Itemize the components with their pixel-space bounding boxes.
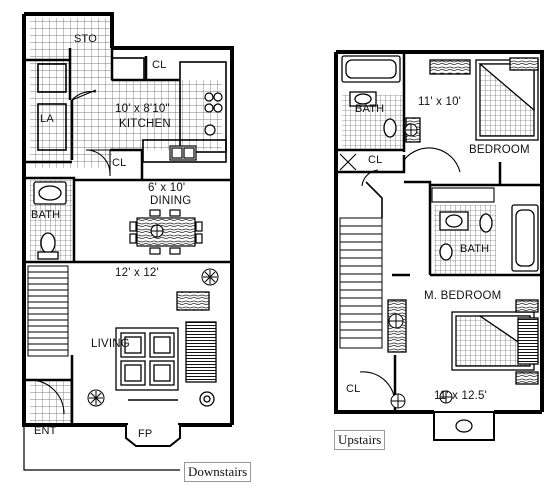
living-dimensions: 12' x 12' <box>115 267 159 279</box>
bedroom-label: BEDROOM <box>469 144 530 156</box>
dining-label: DINING <box>150 195 192 207</box>
downstairs-plan <box>22 12 234 471</box>
upstairs-caption: Upstairs <box>334 430 386 450</box>
fireplace-label: FP <box>138 428 153 440</box>
kitchen-dimensions: 10' x 8'10" <box>115 103 170 115</box>
laundry-label: LA <box>40 113 54 125</box>
master-bedroom-dimensions: 11' x 12.5' <box>434 390 488 402</box>
upstairs-bath-label: BATH <box>355 103 385 115</box>
bath-label: BATH <box>31 209 61 221</box>
storage-label: STO <box>74 33 98 45</box>
closet-label: CL <box>112 157 127 169</box>
kitchen-label: KITCHEN <box>119 118 171 130</box>
master-bedroom-label: M. BEDROOM <box>424 290 502 302</box>
kitchen-closet-label: CL <box>152 59 167 71</box>
hall-closet-label: CL <box>368 154 383 166</box>
entry-label: ENT <box>34 425 57 437</box>
living-label: LIVING <box>91 338 130 350</box>
downstairs-caption: Downstairs <box>184 462 252 482</box>
master-closet-label: CL <box>346 383 361 395</box>
bedroom-dimensions: 11' x 10' <box>418 96 462 108</box>
dining-dimensions: 6' x 10' <box>148 182 186 194</box>
kitchen-tile-floor <box>112 80 222 150</box>
upstairs-plan <box>334 50 544 441</box>
upstairs-bath2-label: BATH <box>460 243 490 255</box>
